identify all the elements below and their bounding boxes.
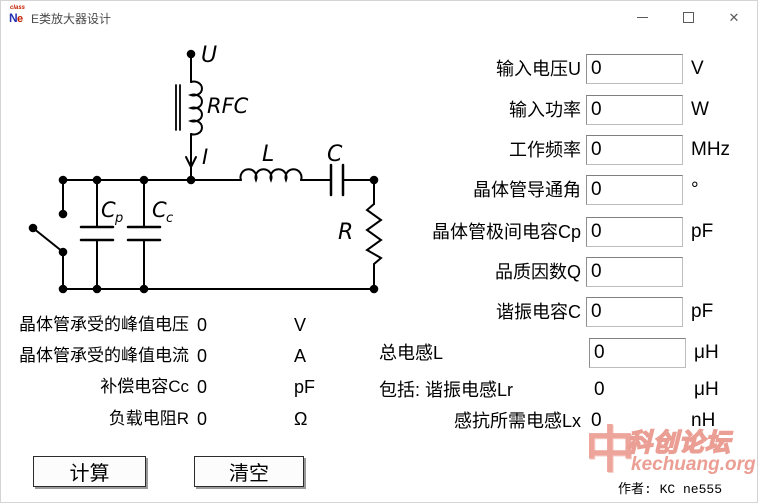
rfc-choke-coil xyxy=(187,80,203,136)
row-compensation-capacitance: 补偿电容Cc 0 pF xyxy=(9,374,369,400)
peak-voltage-unit: V xyxy=(294,315,307,335)
input-voltage-field[interactable] xyxy=(586,54,683,84)
load-resistance-label: 负载电阻R xyxy=(108,409,189,428)
app-icon: class N e xyxy=(9,5,26,25)
quality-factor-label: 品质因数Q xyxy=(494,262,581,282)
titlebar: class N e E类放大器设计 ✕ xyxy=(1,1,757,33)
window-title: E类放大器设计 xyxy=(31,12,112,26)
app-icon-letter-n: N xyxy=(9,11,18,25)
row-reactance-inductance: 感抗所需电感Lx 0 nH xyxy=(376,408,756,434)
resonant-inductance-value: 0 xyxy=(594,379,605,400)
caption-buttons: ✕ xyxy=(619,1,757,33)
reactance-inductance-value: 0 xyxy=(591,410,602,431)
row-load-resistance: 负载电阻R 0 Ω xyxy=(9,406,369,432)
row-operating-frequency: 工作频率 MHz xyxy=(376,135,756,165)
load-resistor-label: R xyxy=(338,220,353,245)
peak-voltage-value: 0 xyxy=(197,315,208,335)
operating-frequency-field[interactable] xyxy=(586,135,683,165)
maximize-icon xyxy=(682,11,694,23)
watermark-site-url: kechuang.org xyxy=(631,454,756,475)
conduction-angle-label: 晶体管导通角 xyxy=(473,180,581,200)
row-transistor-capacitance: 晶体管极间电容Cp pF xyxy=(376,217,756,247)
row-resonant-inductance: 包括: 谐振电感Lr 0 μH xyxy=(376,377,756,403)
comp-cap-label: C xyxy=(152,198,167,222)
peak-current-unit: A xyxy=(294,346,307,366)
class-e-circuit-schematic: U RFC I L C R C p C c xyxy=(28,43,383,294)
circuit-labels: U RFC I L C R C p C c xyxy=(101,43,353,245)
quality-factor-field[interactable] xyxy=(586,257,683,287)
app-icon-letter-e: e xyxy=(17,13,24,25)
shunt-cap-label: C xyxy=(101,198,116,222)
row-conduction-angle: 晶体管导通角 ° xyxy=(376,175,756,205)
row-quality-factor: 品质因数Q xyxy=(376,257,756,287)
total-inductance-unit: μH xyxy=(694,342,719,363)
minimize-icon xyxy=(636,16,648,18)
current-arrow-icon xyxy=(185,156,192,168)
rfc-label: RFC xyxy=(207,94,249,118)
comp-cap-subscript: c xyxy=(166,211,173,226)
total-inductance-field[interactable] xyxy=(589,338,686,368)
transistor-capacitance-field[interactable] xyxy=(586,217,683,247)
maximize-button[interactable] xyxy=(665,1,711,33)
close-icon: ✕ xyxy=(728,9,740,25)
supply-voltage-label: U xyxy=(201,43,217,68)
resonant-capacitance-unit: pF xyxy=(691,301,714,322)
operating-frequency-label: 工作频率 xyxy=(509,140,581,160)
load-resistor-zigzag xyxy=(365,203,383,265)
peak-voltage-label: 晶体管承受的峰值电压 xyxy=(19,315,189,334)
clear-button[interactable]: 清空 xyxy=(194,456,304,487)
series-inductor-label: L xyxy=(262,142,274,167)
row-input-voltage: 输入电压U V xyxy=(376,54,756,84)
resonant-capacitance-label: 谐振电容C xyxy=(496,302,581,322)
app-icon-text-class: class xyxy=(10,5,26,11)
supply-current-label: I xyxy=(202,145,208,169)
conduction-angle-unit: ° xyxy=(691,179,699,200)
circuit-junction-dots xyxy=(28,49,379,294)
peak-current-label: 晶体管承受的峰值电流 xyxy=(19,346,189,365)
input-voltage-unit: V xyxy=(691,58,704,79)
calculate-button[interactable]: 计算 xyxy=(33,456,146,487)
minimize-button[interactable] xyxy=(619,1,665,33)
reactance-inductance-label: 感抗所需电感Lx xyxy=(453,411,581,431)
circuit-wires xyxy=(32,54,383,290)
input-power-field[interactable] xyxy=(586,95,683,125)
series-capacitor-label: C xyxy=(327,142,343,167)
switch-arm xyxy=(32,227,64,253)
input-power-label: 输入功率 xyxy=(509,100,581,120)
row-peak-voltage: 晶体管承受的峰值电压 0 V xyxy=(9,312,369,338)
load-resistance-unit: Ω xyxy=(294,409,308,429)
row-resonant-capacitance: 谐振电容C pF xyxy=(376,297,756,327)
current-arrow-icon xyxy=(190,156,197,168)
transistor-capacitance-unit: pF xyxy=(691,221,714,242)
compensation-capacitance-unit: pF xyxy=(294,377,316,397)
transistor-capacitance-label: 晶体管极间电容Cp xyxy=(431,222,581,242)
row-input-power: 输入功率 W xyxy=(376,95,756,125)
input-power-unit: W xyxy=(691,99,709,120)
total-inductance-label: 总电感L xyxy=(379,343,444,363)
operating-frequency-unit: MHz xyxy=(691,139,731,160)
compensation-capacitance-label: 补偿电容Cc xyxy=(100,377,189,396)
resonant-inductance-unit: μH xyxy=(694,379,719,400)
resonant-inductance-label: 包括: 谐振电感Lr xyxy=(379,380,514,400)
series-inductor-coil xyxy=(239,168,303,183)
reactance-inductance-unit: nH xyxy=(691,410,716,431)
load-resistance-value: 0 xyxy=(197,409,208,429)
shunt-cap-subscript: p xyxy=(114,211,123,226)
close-button[interactable]: ✕ xyxy=(711,1,757,33)
resonant-capacitance-field[interactable] xyxy=(586,297,683,327)
author-credit: 作者: KC ne555 xyxy=(618,482,723,497)
conduction-angle-field[interactable] xyxy=(586,175,683,205)
row-peak-current: 晶体管承受的峰值电流 0 A xyxy=(9,343,369,369)
peak-current-value: 0 xyxy=(197,346,208,366)
row-total-inductance: 总电感L μH xyxy=(376,338,756,368)
input-voltage-label: 输入电压U xyxy=(496,59,581,79)
compensation-capacitance-value: 0 xyxy=(197,377,208,397)
